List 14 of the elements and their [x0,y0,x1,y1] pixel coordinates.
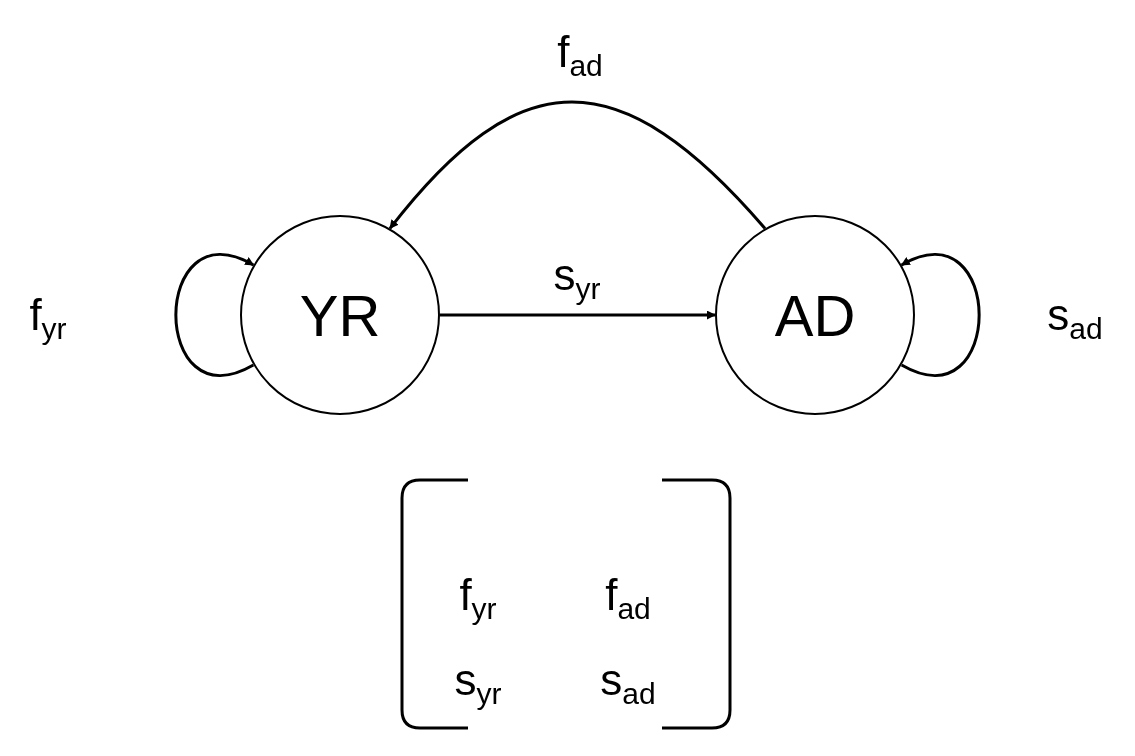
edge-label: s$_{yr}$ [553,252,601,304]
state-circle: AD [715,215,915,415]
matrix-entry: s$_{yr}$ [454,657,502,709]
self-loop-arrow [174,254,255,376]
self-loop-arrow [900,254,981,376]
edge-label: f$_{ad}$ [557,29,603,81]
arrow [388,100,767,230]
arrow [440,310,716,320]
state-circle: YR [240,215,440,415]
matrix-entry: s$_{ad}$ [600,657,656,709]
edge-label: s$_{ad}$ [1047,292,1103,344]
edge-label: f$_{yr}$ [29,292,67,344]
matrix-entry: f$_{yr}$ [459,572,497,624]
matrix-entry: f$_{ad}$ [605,572,651,624]
